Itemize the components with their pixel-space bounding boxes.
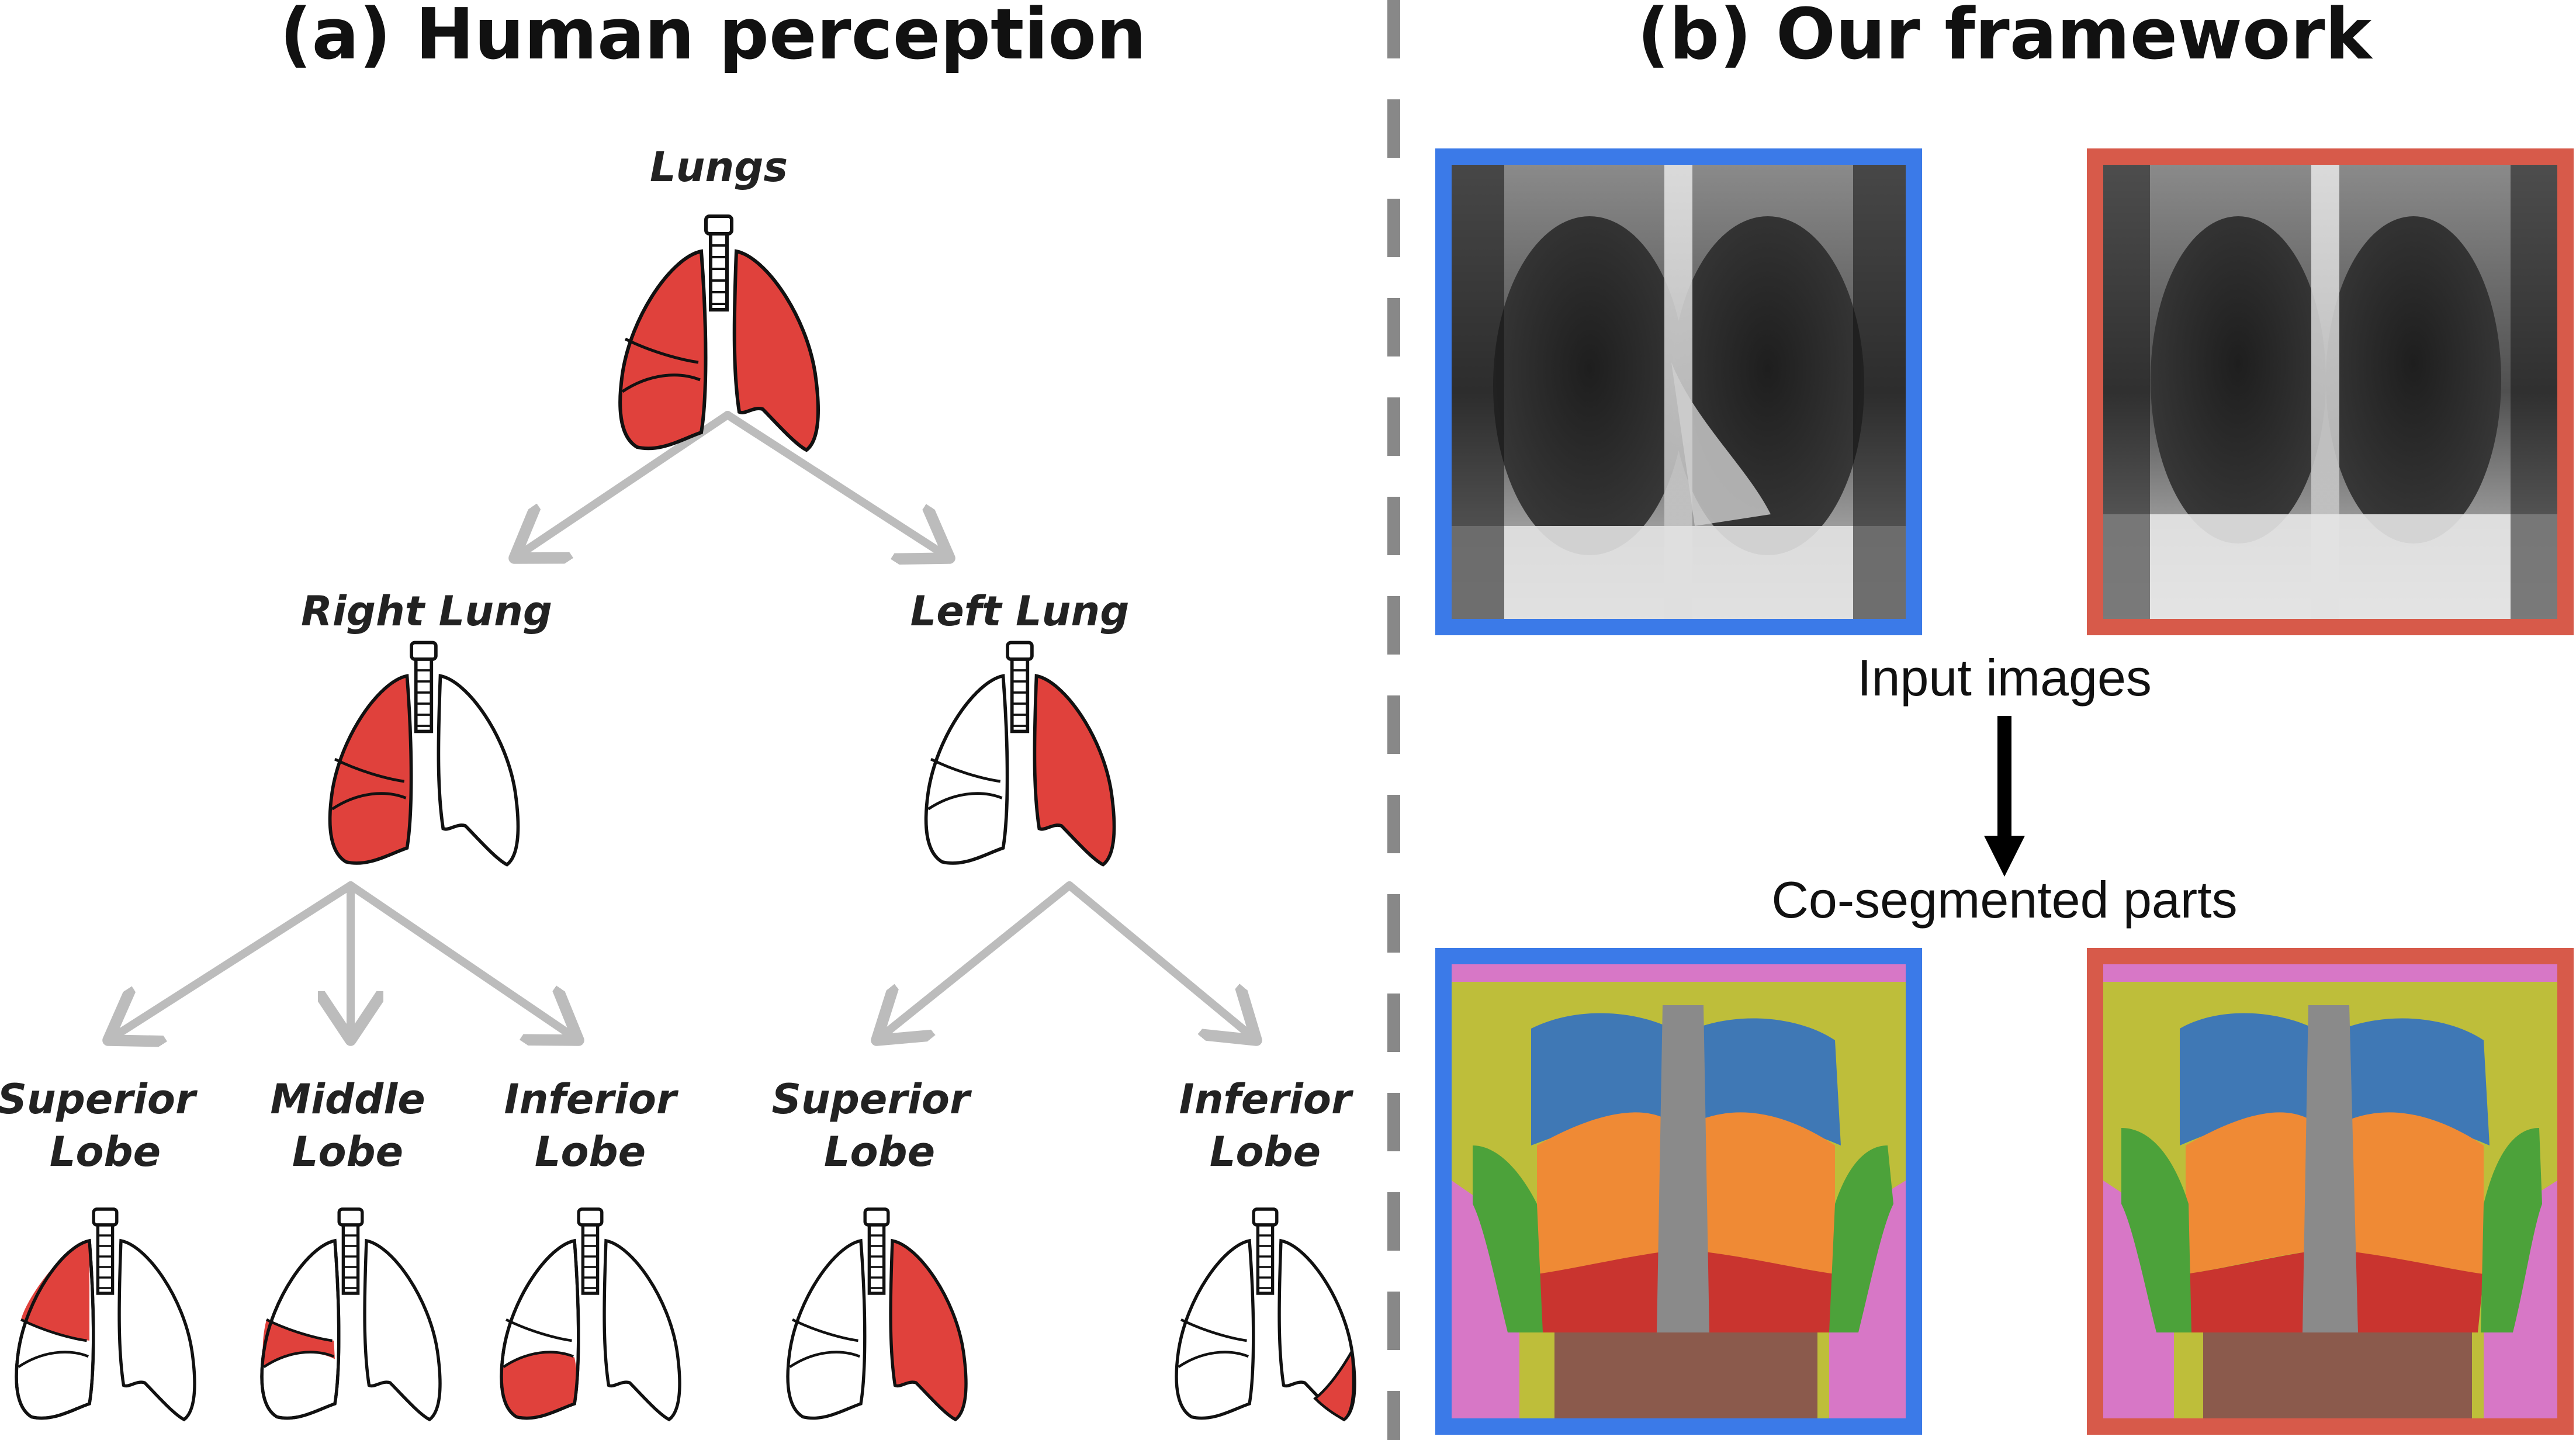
lungs-icon-r-middle-lobe: [262, 1209, 440, 1420]
node-label-l-inferior: Inferior: [1179, 1075, 1354, 1123]
node-label-lungs: Lungs: [650, 143, 788, 191]
node-label-left-lung: Left Lung: [910, 587, 1130, 635]
hierarchy-tree: Lungs Right Lung Left Lung Superior Lobe…: [0, 143, 1355, 1420]
input-images-label: Input images: [1857, 649, 2152, 707]
segmentation-map-2: [2087, 948, 2574, 1435]
lungs-icon-r-superior-lobe: [16, 1209, 195, 1420]
lungs-icon-right-lung: [330, 643, 518, 865]
lungs-icon-l-inferior-lobe: [1176, 1209, 1355, 1420]
arrow-right-to-superior: [108, 881, 355, 1040]
input-xray-2: [2087, 148, 2574, 635]
node-label-r-superior-lobe: Lobe: [50, 1128, 161, 1176]
panel-a-title: (a) Human perception: [280, 0, 1147, 75]
lungs-icon-root: [620, 216, 818, 450]
input-xray-1: [1435, 148, 1922, 635]
node-label-l-superior: Superior: [772, 1075, 972, 1123]
lungs-icon-left-lung: [926, 643, 1114, 865]
arrow-lungs-to-right: [514, 411, 732, 558]
node-label-r-inferior-lobe: Lobe: [535, 1128, 646, 1176]
tree-arrows: [108, 411, 1256, 1040]
arrow-left-to-superior: [877, 881, 1074, 1040]
segmentation-map-1: [1435, 948, 1922, 1435]
down-arrow-icon: [1984, 716, 2025, 877]
panel-b-title: (b) Our framework: [1637, 0, 2374, 75]
arrow-right-to-inferior: [347, 881, 579, 1040]
lungs-icon-r-inferior-lobe: [501, 1209, 680, 1420]
node-label-l-inferior-lobe: Lobe: [1210, 1128, 1321, 1176]
node-label-r-inferior: Inferior: [504, 1075, 679, 1123]
node-label-r-superior: Superior: [0, 1075, 198, 1123]
node-label-l-superior-lobe: Lobe: [824, 1128, 935, 1176]
node-label-r-middle: Middle: [270, 1075, 425, 1123]
arrow-left-to-inferior: [1065, 881, 1256, 1040]
arrow-lungs-to-left: [723, 411, 950, 558]
node-label-r-middle-lobe: Lobe: [292, 1128, 403, 1176]
co-segmented-parts-label: Co-segmented parts: [1771, 871, 2237, 929]
lungs-icon-l-superior-lobe: [788, 1209, 966, 1420]
node-label-right-lung: Right Lung: [301, 587, 552, 635]
